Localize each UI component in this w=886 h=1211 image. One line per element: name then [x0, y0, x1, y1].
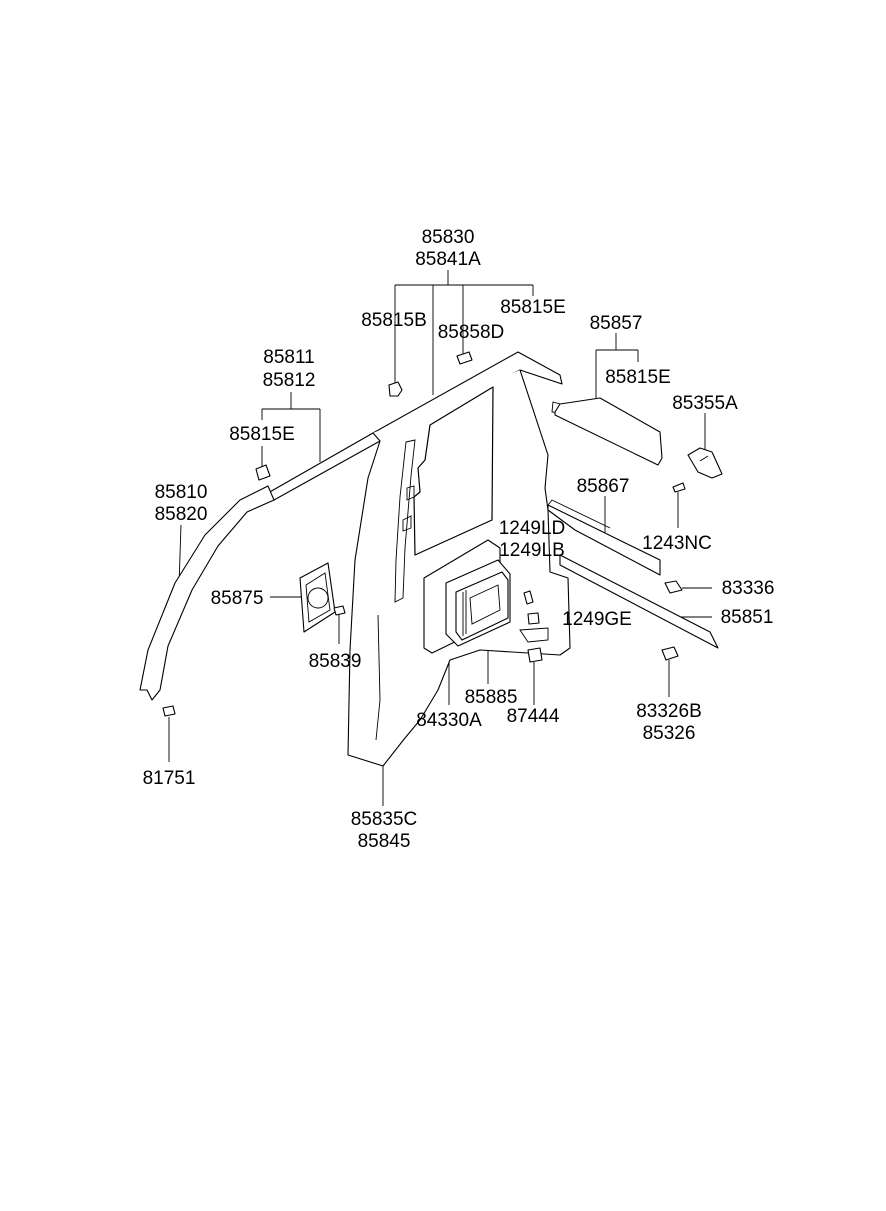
label-85815e-right: 85815E	[605, 367, 671, 388]
label-85841a: 85841A	[415, 249, 481, 270]
label-85830: 85830	[422, 227, 475, 248]
label-85326: 85326	[643, 723, 696, 744]
label-85851: 85851	[721, 607, 774, 628]
label-85815e-left: 85815E	[229, 424, 295, 445]
label-85811: 85811	[263, 347, 314, 368]
label-85820: 85820	[155, 504, 208, 525]
label-1243nc: 1243NC	[642, 533, 712, 554]
lower-trim-85867	[547, 499, 719, 649]
part-labels: 85830 85841A 85815E 85815B 85858D 85857 …	[143, 227, 775, 852]
label-85815e-top: 85815E	[500, 297, 566, 318]
label-1249lb: 1249LB	[499, 540, 565, 561]
label-87444: 87444	[507, 706, 560, 727]
label-85858d: 85858D	[438, 322, 505, 343]
fuel-filler-housing-85885	[423, 539, 511, 654]
label-85885: 85885	[465, 687, 518, 708]
front-pillar-trim-85810	[139, 485, 275, 701]
label-85355a: 85355A	[672, 393, 738, 414]
label-83336: 83336	[722, 578, 775, 599]
label-84330a: 84330A	[416, 710, 482, 731]
label-85845: 85845	[358, 831, 411, 852]
label-85867: 85867	[577, 476, 630, 497]
label-1249ge: 1249GE	[562, 609, 632, 630]
label-85815b: 85815B	[361, 310, 427, 331]
label-85857: 85857	[590, 313, 643, 334]
label-85810: 85810	[155, 482, 208, 503]
label-81751: 81751	[143, 768, 196, 789]
label-83326b: 83326B	[636, 701, 702, 722]
fasteners	[162, 351, 686, 717]
label-1249ld: 1249LD	[499, 518, 566, 539]
label-85875: 85875	[211, 588, 264, 609]
label-85839: 85839	[309, 651, 362, 672]
speaker-cover-85875	[299, 562, 336, 633]
bracket-85355a	[687, 447, 723, 479]
upper-rear-trim-85857	[554, 397, 663, 466]
label-85835c: 85835C	[351, 809, 418, 830]
label-85812: 85812	[263, 370, 316, 391]
